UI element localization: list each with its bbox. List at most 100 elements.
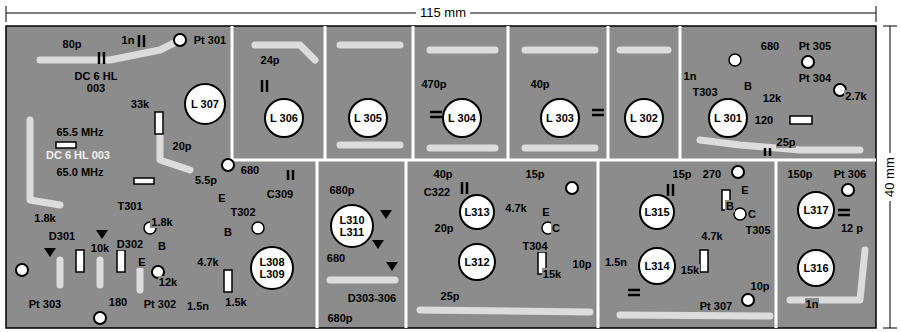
part-name: T304	[521, 240, 548, 252]
component-value: 1.5n	[604, 256, 628, 268]
component-value: B	[157, 240, 167, 252]
part-name: D303-306	[347, 292, 397, 304]
coil-circle: L 304	[442, 98, 482, 138]
test-points	[16, 34, 854, 324]
part-name: Pt 307	[699, 300, 733, 312]
part-name: C309	[266, 188, 294, 200]
component-value: 80p	[62, 38, 83, 50]
coil-label: L 307	[191, 98, 219, 110]
coil-circle: L 302	[624, 98, 664, 138]
coil-circle: L310 L311	[330, 204, 374, 248]
part-name: Pt 303	[28, 298, 62, 310]
component-value: 20p	[172, 140, 193, 152]
coil-label: L316	[803, 262, 828, 274]
coil-label: L 306	[270, 112, 298, 124]
component-value: 1.5k	[224, 296, 247, 308]
component-value: B	[725, 200, 735, 212]
coil-label: L310 L311	[334, 214, 370, 238]
component-value: 680	[326, 252, 346, 264]
coil-label: L312	[464, 256, 489, 268]
coil-circle: L 305	[348, 98, 388, 138]
coil-circle: L313	[459, 194, 495, 230]
coil-circle: L 301	[708, 98, 748, 138]
component-value: 1n	[805, 298, 820, 310]
coil-circle: L 306	[264, 98, 304, 138]
coil-circle: L316	[797, 249, 835, 287]
resistor-symbols	[76, 112, 812, 292]
component-value: 20p	[434, 222, 455, 234]
transistor-symbols	[144, 54, 746, 234]
component-value: 680	[240, 164, 260, 176]
component-value: 4.7k	[504, 202, 527, 214]
part-name: T301	[116, 200, 143, 212]
part-name: T305	[744, 224, 771, 236]
part-name: T303	[691, 86, 718, 98]
component-value: 180	[108, 296, 128, 308]
part-name: C322	[423, 186, 451, 198]
part-name: DC 6 HL 003	[68, 70, 124, 94]
component-value: 680	[760, 40, 780, 52]
component-value: 40p	[530, 78, 551, 90]
component-value: 680p	[328, 184, 355, 196]
component-value: 15p	[672, 168, 693, 180]
part-name: Pt 302	[143, 298, 177, 310]
component-value: 470p	[420, 78, 447, 90]
dimension-label: 40 mm	[883, 153, 897, 201]
component-value: 5.5p	[194, 174, 218, 186]
coil-circle: L 307	[184, 83, 226, 125]
part-name: D302	[116, 238, 144, 250]
component-value: B	[223, 226, 233, 238]
component-value: E	[137, 256, 146, 268]
component-value: 25p	[776, 136, 797, 148]
component-value: E	[541, 206, 550, 218]
shield-walls	[232, 26, 876, 328]
capacitor-symbols	[99, 35, 850, 295]
part-name: Pt 304	[798, 72, 832, 84]
part-name: T302	[229, 206, 256, 218]
component-value: 15p	[525, 168, 546, 180]
coil-label: L 304	[448, 112, 476, 124]
component-value: 2.7k	[844, 90, 867, 102]
part-name: Pt 301	[193, 34, 227, 46]
component-value: 1n	[121, 34, 136, 46]
component-value: 12k	[762, 92, 782, 104]
dimension-tick	[876, 6, 877, 22]
component-value: 24p	[260, 54, 281, 66]
component-value: E	[740, 184, 749, 196]
component-value: E	[217, 192, 226, 204]
component-value: 1.5n	[186, 300, 210, 312]
part-name: D301	[48, 230, 76, 242]
component-value: 150p	[786, 168, 813, 180]
pcb-board	[6, 26, 876, 328]
dimension-tick	[6, 6, 7, 22]
coil-circle: L 303	[540, 98, 580, 138]
coil-circle: L314	[638, 247, 676, 285]
coil-label: L315	[644, 206, 669, 218]
part-name: DC 6 HL 003	[45, 149, 111, 161]
component-value: 10k	[90, 242, 110, 254]
component-value: 15k	[542, 268, 562, 280]
component-value: 680p	[326, 312, 353, 324]
dimension-tick	[883, 26, 897, 27]
dimension-label: 115 mm	[416, 6, 470, 20]
component-value: 1.8k	[33, 212, 56, 224]
component-value: 1.8k	[150, 216, 173, 228]
coil-label: L 303	[546, 112, 574, 124]
part-name: Pt 306	[833, 168, 867, 180]
component-value: 10p	[750, 280, 771, 292]
component-value: 1n	[683, 70, 698, 82]
coil-circle: L315	[639, 194, 675, 230]
coil-label: L313	[464, 206, 489, 218]
component-value: 65.0 MHz	[55, 166, 104, 178]
component-value: C	[551, 222, 561, 234]
coil-label: L 301	[714, 112, 742, 124]
component-value: 25p	[440, 290, 461, 302]
coil-label: L 305	[354, 112, 382, 124]
coil-circle: L312	[458, 243, 496, 281]
component-value: 12 p	[840, 222, 864, 234]
component-value: C	[747, 208, 757, 220]
component-value: 15k	[680, 264, 700, 276]
coil-circle: L308 L309	[250, 246, 294, 290]
component-value: B	[743, 80, 753, 92]
component-value: 10p	[572, 258, 593, 270]
